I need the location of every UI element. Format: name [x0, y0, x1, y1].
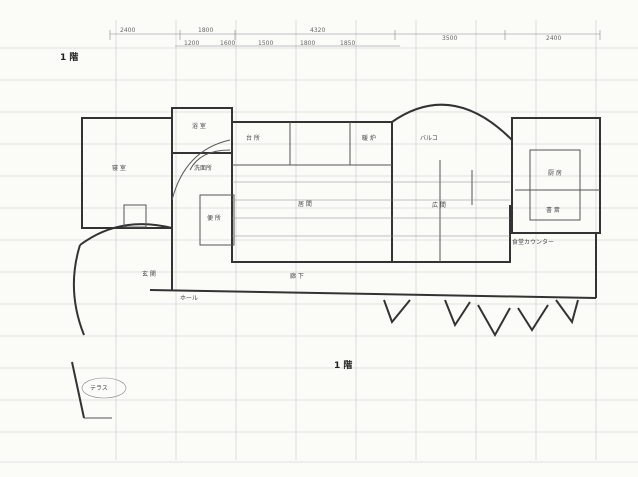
room-label-fireplace: 暖 炉 [362, 134, 376, 142]
floor-label-center: 1 階 [334, 359, 352, 371]
room-label-balcony: バルコ [420, 135, 438, 142]
dim-top-1: 2400 [120, 27, 135, 34]
room-label-bath: 浴 室 [192, 122, 206, 130]
dim-second-3: 1500 [258, 40, 273, 47]
grid-lines [0, 20, 638, 463]
room-label-kitchen: 台 所 [246, 134, 260, 142]
room-label-living: 居 間 [298, 201, 312, 208]
room-label-study: 書 斎 [546, 206, 560, 214]
room-label-entrance: 玄 関 [142, 270, 156, 278]
dim-top-4: 3500 [442, 35, 457, 42]
dim-top-3: 4320 [310, 27, 325, 34]
room-label-washroom: 洗面所 [194, 164, 212, 172]
room-label-toilet: 便 所 [207, 214, 221, 222]
dim-second-1: 1200 [184, 40, 199, 47]
dim-second-2: 1600 [220, 40, 235, 47]
dim-second-4: 1800 [300, 40, 315, 47]
room-labels: 寝 室 浴 室 洗面所 便 所 台 所 居 間 広 間 暖 炉 厨 房 書 斎 … [90, 122, 562, 392]
room-label-hall: 広 間 [432, 201, 446, 209]
room-label-pantry: 厨 房 [548, 169, 562, 177]
room-label-counter: 食堂カウンター [512, 238, 554, 246]
room-label-foyer: ホール [180, 295, 198, 302]
room-label-bedroom: 寝 室 [112, 164, 126, 172]
dim-second-5: 1850 [340, 40, 355, 47]
building-walls [71, 103, 601, 419]
dim-top-5: 2400 [546, 35, 561, 42]
room-label-corridor: 廊 下 [290, 272, 304, 280]
dimension-lines: 2400 1800 4320 3500 2400 1200 1600 1500 … [109, 27, 601, 47]
room-label-terrace: テラス [90, 385, 108, 392]
floor-label-top: 1 階 [60, 51, 78, 63]
dim-top-2: 1800 [198, 27, 213, 34]
